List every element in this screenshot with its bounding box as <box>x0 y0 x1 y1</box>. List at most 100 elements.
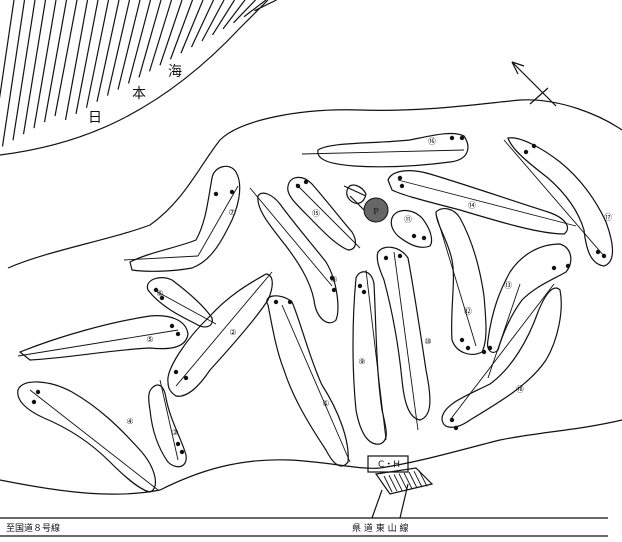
sea-hatch-line <box>254 0 277 12</box>
tee-marker <box>523 149 529 155</box>
sea-hatch-line <box>138 0 162 78</box>
hole-number-18: ⑱ <box>516 385 524 394</box>
tee-marker <box>175 331 181 337</box>
sea-label-char-1: 日 <box>88 110 102 126</box>
property-boundary-south <box>0 419 622 495</box>
sea-hatch-line <box>106 0 131 96</box>
tee-marker <box>173 369 179 375</box>
hole-number-9: ⑨ <box>358 357 365 366</box>
tee-marker <box>183 375 189 381</box>
tee-marker <box>487 345 493 351</box>
golf-holes <box>17 132 614 493</box>
sea-hatch-line <box>243 0 267 18</box>
hole-3-outline <box>148 384 187 468</box>
hole-number-15: ⑮ <box>312 209 320 218</box>
hole-number-7: ⑦ <box>228 208 235 217</box>
hole-number-14: ⑭ <box>468 201 476 210</box>
sea-hatch-line <box>1 0 26 147</box>
tee-marker <box>449 135 455 141</box>
sea-hatch-line <box>64 0 89 121</box>
tee-markers <box>31 135 607 455</box>
tee-marker <box>397 253 403 259</box>
north-arrowhead <box>511 61 525 75</box>
parking-line <box>418 470 428 487</box>
sea-label-char-3: 海 <box>168 64 182 80</box>
north-arrow <box>511 61 557 107</box>
hole-10-outline <box>376 246 431 421</box>
tee-marker <box>449 417 455 423</box>
hole-5-outline <box>18 315 189 361</box>
sea-hatch-line <box>75 0 99 115</box>
sea-hatch-line <box>180 0 204 54</box>
tee-marker <box>551 265 557 271</box>
parking-line <box>408 471 418 489</box>
sea-hatch-line <box>201 0 225 42</box>
tee-marker <box>411 233 417 239</box>
sea-hatch-line <box>148 0 173 72</box>
hole-number-17: ⑰ <box>604 213 612 222</box>
property-boundary <box>7 99 622 269</box>
sea-hatch-line <box>211 0 236 36</box>
sea-hatch-line <box>96 0 120 102</box>
tee-marker <box>213 191 219 197</box>
tee-marker <box>295 183 301 189</box>
hole-number-10: ⑩ <box>424 337 431 346</box>
sea-hatch-line <box>127 0 152 84</box>
road: 至国道８号線 県 道 東 山 線 <box>0 483 608 537</box>
hole-17-outline <box>507 137 614 267</box>
hole-7-outline <box>129 165 241 272</box>
hole-6-outline <box>146 277 213 328</box>
hole-number-6: ⑥ <box>156 289 163 298</box>
tee-marker <box>397 175 403 181</box>
sea-hatch-line <box>222 0 246 30</box>
sea-hatch-line <box>117 0 141 90</box>
hole-number-13: ⑬ <box>504 281 512 290</box>
tee-marker <box>175 441 181 447</box>
parking <box>374 467 434 495</box>
tee-marker <box>31 399 37 405</box>
clubhouse: C・H <box>367 455 434 495</box>
sea-hatch-line <box>22 0 47 135</box>
hole-number-16: ⑯ <box>428 137 436 146</box>
parking-line <box>383 475 393 493</box>
tee-marker <box>287 299 293 305</box>
tee-marker <box>421 235 427 241</box>
hole-14-outline <box>387 170 569 235</box>
hole-number-4: ④ <box>126 417 133 426</box>
parking-line <box>398 473 408 490</box>
hole-8-outline <box>257 192 339 324</box>
sea-hatch-line <box>0 0 15 99</box>
tee-marker <box>331 287 337 293</box>
tee-marker <box>531 143 537 149</box>
hole-16-outline <box>317 132 469 168</box>
tee-marker <box>459 337 465 343</box>
tee-marker <box>453 425 459 431</box>
sea-hatch-line <box>33 0 57 129</box>
coastline <box>0 0 269 156</box>
hole-number-5: ⑤ <box>146 335 153 344</box>
hole-number-12: ⑫ <box>464 307 472 316</box>
clubhouse-label: C・H <box>378 460 400 470</box>
tee-marker <box>595 249 601 255</box>
sea-hatch-line <box>85 0 110 108</box>
sea-hatch-line <box>190 0 215 48</box>
tee-marker <box>361 289 367 295</box>
hole-15-outline <box>287 176 357 251</box>
parking-lines <box>383 470 428 493</box>
sea-area: 日 本 海 <box>0 0 277 156</box>
sea-label-char-2: 本 <box>132 86 146 102</box>
hole-12-outline <box>435 208 487 355</box>
practice-area: P <box>343 184 389 223</box>
tee-marker <box>383 255 389 261</box>
practice-area-label: P <box>373 207 379 216</box>
tee-marker <box>601 253 607 259</box>
hole-1-outline <box>266 295 349 467</box>
hole-number-1: ① <box>322 399 329 408</box>
hole-4-outline <box>17 381 157 493</box>
road-label-route8: 至国道８号線 <box>6 522 60 534</box>
tee-marker <box>169 323 175 329</box>
tee-marker <box>273 299 279 305</box>
hole-number-2: ② <box>229 328 236 337</box>
